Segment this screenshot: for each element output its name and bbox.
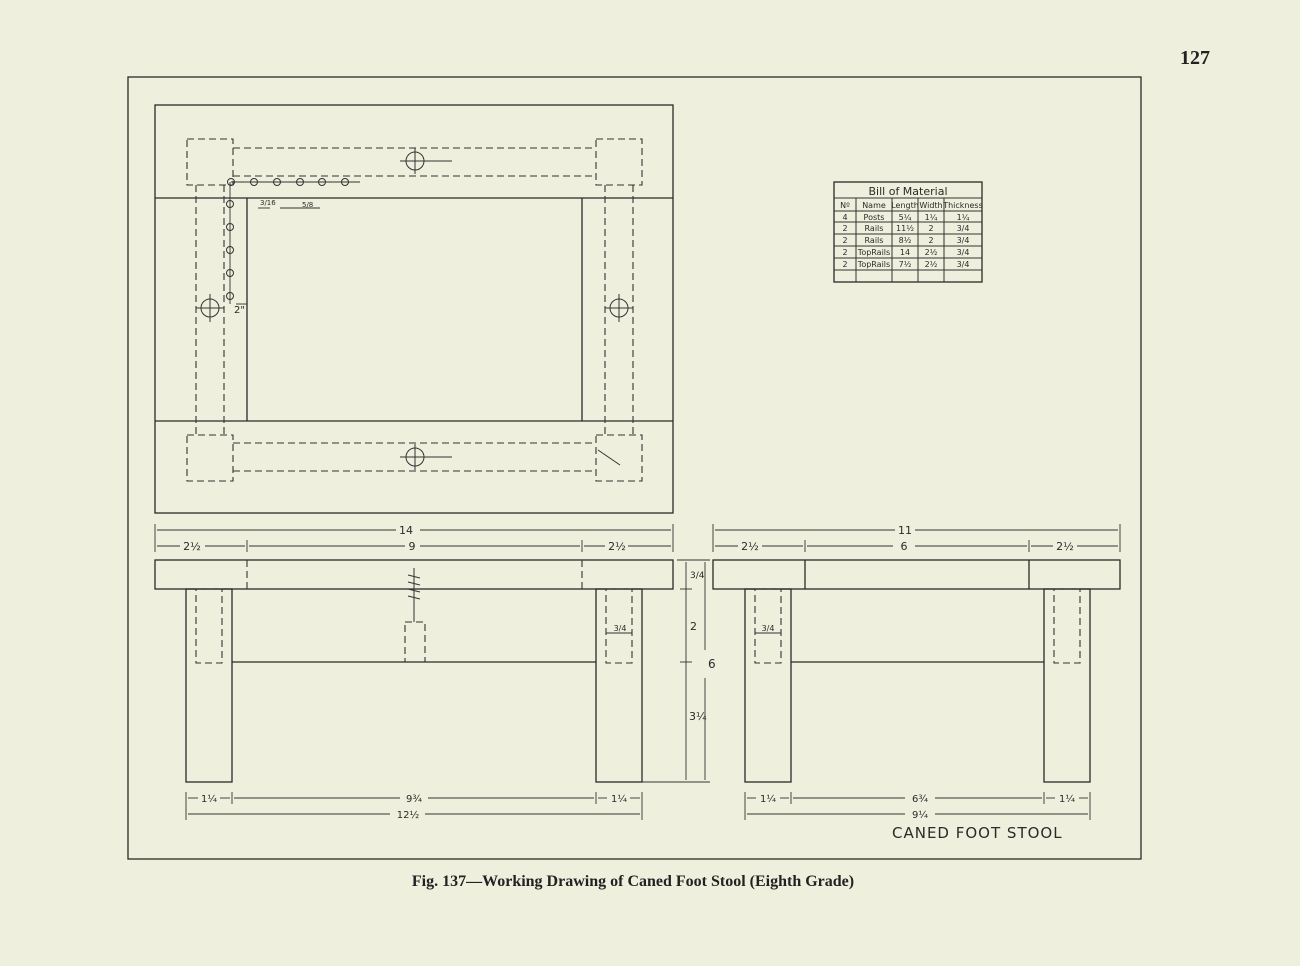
- bom-cell: 7½: [899, 260, 912, 269]
- bom-cell: Rails: [865, 224, 884, 233]
- bom-header: Width: [919, 201, 942, 210]
- bom-title: Bill of Material: [869, 185, 948, 198]
- front-view: 14 2½ 9 2½ 3/4 3/4 2 6 3¼: [154, 524, 716, 821]
- bom-cell: 2: [842, 224, 847, 233]
- dim-front-lower: 3¼: [689, 710, 707, 723]
- dim-front-top-right: 2½: [608, 540, 626, 553]
- dim-front-bottom-right: 1¼: [611, 793, 627, 805]
- side-view: 11 2½ 6 2½ 3/4 1¼ 6¾ 1¼ 9¼: [712, 524, 1121, 821]
- bom-cell: 4: [842, 213, 847, 222]
- dim-side-bottom-overall: 9¼: [912, 809, 928, 821]
- drawing-frame: [127, 76, 1142, 860]
- bom-cell: TopRails: [857, 260, 890, 269]
- page-number: 127: [1180, 47, 1210, 69]
- bom-header: Length: [891, 201, 919, 210]
- bom-cell: Posts: [864, 213, 885, 222]
- dim-side-top-left: 2½: [741, 540, 759, 553]
- dim-front-post-height: 6: [708, 657, 716, 671]
- drawing-title: CANED FOOT STOOL: [892, 824, 1063, 842]
- dim-side-tenon: 3/4: [762, 624, 775, 633]
- bom-header: Thickness: [942, 201, 983, 210]
- bom-cell: 3/4: [957, 236, 970, 245]
- dim-side-bottom-middle: 6¾: [912, 794, 928, 805]
- bom-cell: 2: [928, 224, 933, 233]
- plan-view: 3/16 5/8 2": [154, 104, 674, 514]
- bom-header: Nº: [840, 201, 850, 210]
- dim-front-rail-width: 2: [690, 620, 697, 633]
- bom-cell: 2: [842, 248, 847, 257]
- dim-front-bottom-middle: 9¾: [406, 794, 422, 805]
- bom-cell: 8½: [899, 236, 912, 245]
- plan-outline: [154, 104, 674, 514]
- side-top-rail: [712, 559, 1121, 590]
- bom-cell: Rails: [865, 236, 884, 245]
- dim-front-tenon: 3/4: [614, 624, 627, 633]
- bom-cell: 1¼: [925, 213, 938, 222]
- side-post-right: [1043, 588, 1091, 783]
- dim-side-bottom-left: 1¼: [760, 793, 776, 805]
- dim-hole-offset: 3/16: [260, 199, 276, 207]
- dim-front-bottom-left: 1¼: [201, 793, 217, 805]
- bom-cell: 2½: [925, 260, 938, 269]
- caning-holes: [226, 178, 360, 304]
- bom-header: Name: [862, 201, 886, 210]
- bom-cell: 2: [842, 260, 847, 269]
- dim-front-rail-thickness: 3/4: [690, 571, 705, 581]
- dim-side-top-middle: 6: [901, 540, 908, 553]
- bom-cell: 5¼: [899, 213, 912, 222]
- bom-cell: 14: [900, 248, 910, 257]
- dim-front-top-overall: 14: [399, 524, 413, 537]
- bom-cell: 3/4: [957, 224, 970, 233]
- dim-side-top-overall: 11: [898, 524, 912, 537]
- dim-front-top-left: 2½: [183, 540, 201, 553]
- dim-hole-spacing: 5/8: [302, 201, 313, 209]
- dim-end: 2": [234, 305, 245, 316]
- dim-front-top-middle: 9: [409, 540, 416, 553]
- bom-cell: 2: [842, 236, 847, 245]
- figure-caption: Fig. 137—Working Drawing of Caned Foot S…: [411, 873, 855, 890]
- bom-cell: 2: [928, 236, 933, 245]
- bom-cell: TopRails: [857, 248, 890, 257]
- bom-cell: 11½: [896, 224, 914, 233]
- bom-cell: 1¼: [957, 213, 970, 222]
- bom-cell: 2½: [925, 248, 938, 257]
- dim-side-top-right: 2½: [1056, 540, 1074, 553]
- front-post-right: [595, 588, 643, 783]
- dim-front-bottom-overall: 12½: [397, 809, 420, 821]
- front-post-left: [185, 588, 233, 783]
- dim-side-bottom-right: 1¼: [1059, 793, 1075, 805]
- side-post-left: [744, 588, 792, 783]
- bill-of-material: Bill of Material Nº Name Length Width Th…: [833, 181, 983, 283]
- bom-cell: 3/4: [957, 260, 970, 269]
- bom-cell: 3/4: [957, 248, 970, 257]
